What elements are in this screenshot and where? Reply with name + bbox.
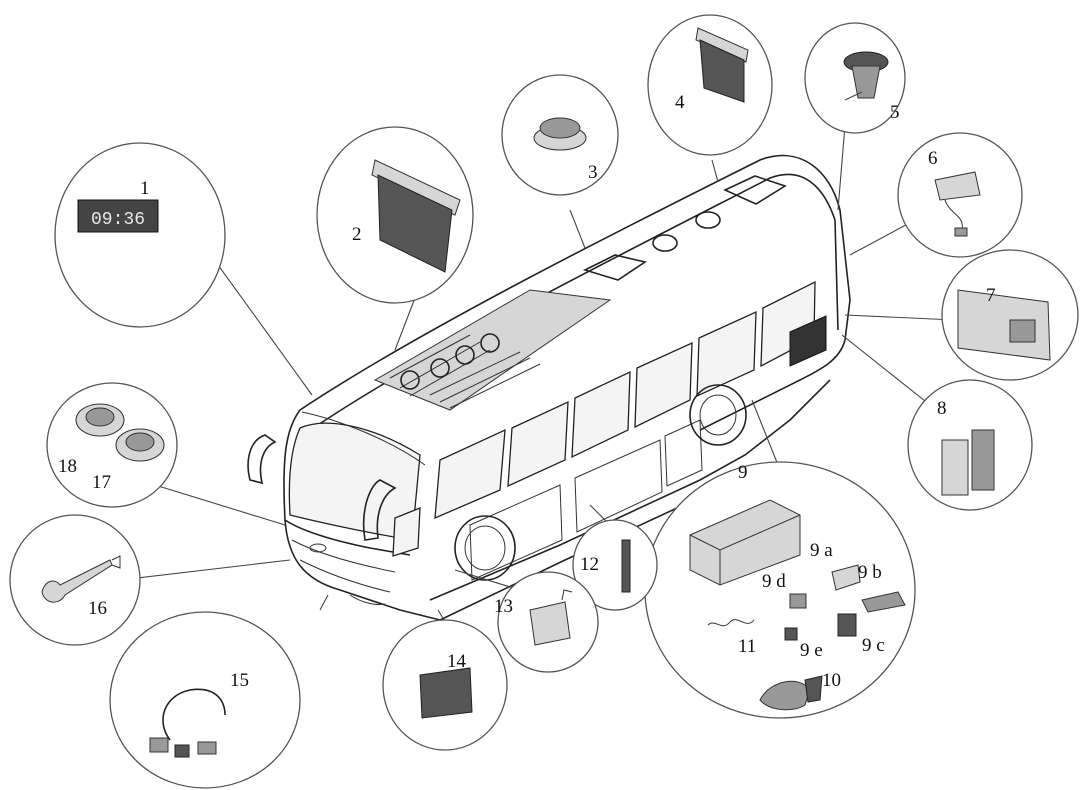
component-6-sensor: 6 bbox=[897, 132, 1023, 258]
component-3-roof-vent: 3 bbox=[501, 74, 619, 196]
component-16-horn: 16 bbox=[9, 514, 141, 646]
label-10: 10 bbox=[822, 670, 841, 691]
component-2-monitor: 2 bbox=[316, 126, 474, 304]
roof-ac-unit bbox=[373, 289, 612, 411]
label-15: 15 bbox=[230, 670, 249, 691]
label-4: 4 bbox=[675, 92, 685, 113]
front-wheel bbox=[454, 515, 516, 581]
component-7-control-box: 7 bbox=[941, 249, 1079, 381]
label-2: 2 bbox=[352, 224, 362, 245]
component-9-group: 9 9 a 9 b 9 c 9 d 9 e 10 11 bbox=[644, 461, 916, 719]
label-9a: 9 a bbox=[810, 540, 833, 561]
label-6: 6 bbox=[928, 148, 938, 169]
label-18: 18 bbox=[58, 456, 77, 477]
component-12-sensor: 12 bbox=[572, 519, 658, 611]
component-5-horn: 5 bbox=[804, 22, 906, 134]
component-4-monitor: 4 bbox=[647, 14, 773, 156]
label-7: 7 bbox=[986, 285, 996, 306]
component-15-cable: 15 bbox=[109, 611, 301, 789]
component-14-module: 14 bbox=[382, 619, 508, 751]
label-5: 5 bbox=[890, 102, 900, 123]
label-9e: 9 e bbox=[800, 640, 823, 661]
side-windows bbox=[434, 280, 816, 520]
label-8: 8 bbox=[937, 398, 947, 419]
label-1: 1 bbox=[140, 178, 150, 199]
clock-display: 09:36 bbox=[91, 210, 145, 230]
rear-wheel bbox=[689, 384, 747, 446]
component-8-switches: 8 bbox=[907, 379, 1033, 511]
label-9b: 9 b bbox=[858, 562, 882, 583]
label-14: 14 bbox=[447, 651, 467, 672]
component-17-18-speakers: 18 17 bbox=[46, 382, 178, 508]
component-13-relay: 13 bbox=[494, 571, 599, 673]
label-9c: 9 c bbox=[862, 635, 885, 656]
bus-body bbox=[247, 154, 851, 621]
component-1-clock: 09:36 1 bbox=[54, 142, 226, 328]
label-16: 16 bbox=[88, 598, 107, 619]
label-3: 3 bbox=[588, 162, 598, 183]
label-13: 13 bbox=[494, 596, 513, 617]
label-11: 11 bbox=[738, 636, 756, 657]
label-17: 17 bbox=[92, 472, 111, 493]
label-9: 9 bbox=[738, 462, 748, 483]
label-9d: 9 d bbox=[762, 571, 786, 592]
label-12: 12 bbox=[580, 554, 599, 575]
